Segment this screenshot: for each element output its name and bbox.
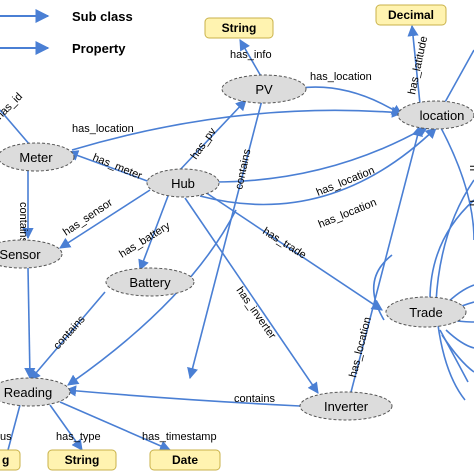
node-pv	[221, 74, 307, 104]
literal-decimal-box	[375, 4, 447, 26]
edge-trade-left	[372, 254, 393, 321]
node-inverter-label: Inverter	[324, 399, 369, 414]
edges	[0, 24, 474, 452]
edge-hub-has-location	[213, 125, 429, 183]
literal-decimal: Decimal	[388, 8, 434, 22]
edge-pv-has-info	[239, 39, 263, 79]
node-pv-label: PV	[255, 82, 273, 97]
literal-partial-left: g	[2, 453, 9, 467]
label-has-location-hub-2: has_location	[317, 197, 379, 231]
node-battery	[105, 267, 195, 297]
label-contains-inverter: contains	[234, 393, 275, 405]
label-has-location-inverter: has_location	[347, 316, 374, 379]
literal-string-bottom: String	[65, 453, 100, 467]
edge-hub-has-location-2	[199, 127, 437, 206]
edge-pv-contains	[187, 99, 263, 380]
node-reading-label: Reading	[4, 385, 52, 400]
edge-hub-has-meter	[66, 150, 151, 183]
edge-reading-has-type	[49, 404, 83, 451]
legend-subclass-label: Sub class	[72, 9, 133, 24]
node-sensor-label: Sensor	[0, 247, 41, 262]
label-has-inverter: has_inverter	[234, 285, 279, 342]
legend-property-label: Property	[72, 41, 126, 56]
label-partial-right-2: h	[467, 200, 474, 206]
node-meter	[0, 142, 75, 172]
label-has-meter: has_meter	[91, 152, 144, 183]
legend: Sub class Property	[0, 9, 133, 56]
literal-date: Date	[172, 453, 198, 467]
classes: PV location Meter Hub Sensor Battery Tra…	[0, 74, 474, 421]
edge-inverter-contains	[64, 385, 301, 407]
label-has-trade: has_trade	[260, 225, 308, 261]
label-has-location-meter: has_location	[72, 123, 134, 135]
label-has-location-hub: has_location	[315, 165, 377, 199]
node-location-label: location	[420, 108, 465, 123]
label-contains-battery: contains	[51, 313, 88, 352]
edge-trade-fan-2	[439, 329, 469, 383]
label-has-timestamp: has_timestamp	[142, 431, 217, 443]
label-has-id: has_id	[0, 91, 25, 122]
label-partial-left: us	[0, 431, 12, 443]
label-has-pv: has_pv	[189, 125, 219, 161]
label-has-type: has_type	[56, 431, 101, 443]
label-has-info: has_info	[230, 49, 272, 61]
edge-battery-to-reading	[67, 209, 237, 386]
literal-string-top: String	[222, 21, 257, 35]
edge-meter-has-location	[71, 106, 404, 151]
edge-reading-status	[7, 404, 21, 451]
edge-location-has-latitude	[407, 24, 421, 105]
literal-string-bottom-box	[47, 449, 117, 471]
node-trade-label: Trade	[409, 305, 442, 320]
edge-reading-has-timestamp	[59, 401, 172, 452]
label-contains-meter: contains	[17, 202, 29, 243]
edge-location-arc	[439, 125, 474, 241]
edge-trade-fan-7	[445, 329, 474, 349]
label-contains-pv: contains	[233, 148, 253, 191]
edge-pv-has-location	[299, 86, 403, 116]
node-sensor	[0, 239, 63, 269]
node-hub-label: Hub	[171, 176, 195, 191]
edge-trade-fan-1	[437, 324, 466, 401]
edge-trade-fan-3	[441, 334, 474, 373]
node-battery-label: Battery	[129, 275, 171, 290]
node-meter-label: Meter	[19, 150, 53, 165]
edge-location-extra	[443, 49, 474, 105]
node-hub	[146, 168, 220, 198]
edge-sensor-contains	[24, 267, 36, 380]
label-partial-right-1: h	[467, 165, 474, 171]
literal-date-box	[149, 449, 221, 471]
edge-trade-fan-9	[429, 199, 474, 301]
edge-hub-has-battery	[138, 195, 169, 272]
literal-string-top-box	[204, 17, 274, 39]
node-inverter	[299, 391, 393, 421]
literal-partial-left-box	[0, 449, 21, 471]
label-has-location-pv: has_location	[310, 71, 372, 83]
edge-hub-has-inverter	[184, 197, 319, 394]
node-location	[397, 100, 474, 130]
label-has-latitude: has_latitude	[406, 35, 430, 96]
edge-hub-has-sensor	[59, 189, 151, 249]
label-has-battery: has_battery	[117, 220, 173, 261]
edge-meter-has-id	[0, 109, 31, 146]
edge-battery-contains	[29, 291, 106, 381]
node-trade	[385, 296, 467, 328]
literals: String Decimal String Date g	[0, 4, 447, 471]
edge-hub-has-pv	[177, 99, 247, 173]
node-reading	[0, 377, 71, 407]
